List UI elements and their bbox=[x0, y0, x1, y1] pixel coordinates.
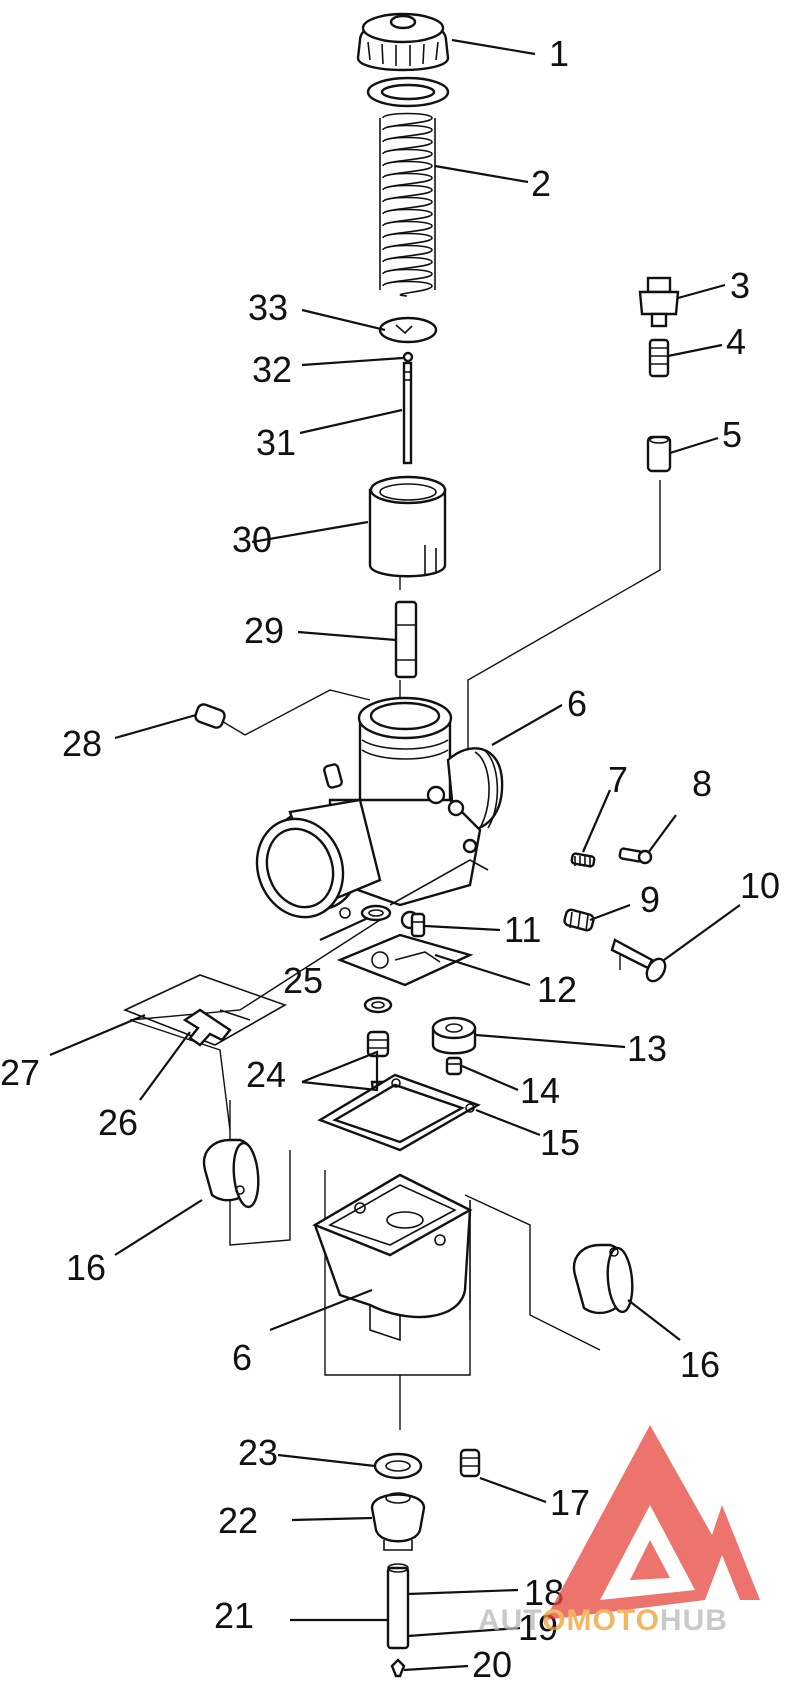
throttle-spring bbox=[379, 112, 436, 297]
callout-1: 1 bbox=[549, 33, 569, 74]
float-right bbox=[572, 1243, 634, 1315]
cable-adjuster bbox=[638, 276, 680, 328]
callout-16-left: 16 bbox=[66, 1247, 106, 1288]
cable-sleeve bbox=[646, 435, 672, 473]
callout-33: 33 bbox=[248, 287, 288, 328]
watermark: AUTOMOTOHUB bbox=[478, 1425, 760, 1637]
callout-28: 28 bbox=[62, 723, 102, 764]
jet-needle bbox=[402, 361, 413, 465]
callout-25: 25 bbox=[283, 960, 323, 1001]
callout-22: 22 bbox=[218, 1500, 258, 1541]
callout-26: 26 bbox=[98, 1102, 138, 1143]
washer-upper bbox=[360, 904, 392, 922]
idle-spring bbox=[570, 852, 596, 868]
air-screw bbox=[610, 938, 667, 983]
carburetor-body bbox=[255, 696, 504, 930]
callout-labels: 1 2 3 4 5 6 7 8 9 10 11 12 13 14 15 16 1… bbox=[0, 33, 780, 1681]
callout-15: 15 bbox=[540, 1122, 580, 1163]
callout-4: 4 bbox=[726, 321, 746, 362]
callout-23: 23 bbox=[238, 1432, 278, 1473]
bottom-screw bbox=[390, 1658, 406, 1678]
callout-13: 13 bbox=[627, 1028, 667, 1069]
callout-16-right: 16 bbox=[680, 1344, 720, 1385]
top-cap bbox=[356, 12, 450, 72]
e-clip bbox=[402, 351, 414, 363]
callout-2: 2 bbox=[531, 163, 551, 204]
bowl-plug bbox=[370, 1492, 426, 1551]
bowl-o-ring bbox=[373, 1452, 423, 1480]
vent-plug bbox=[194, 703, 226, 729]
watermark-text: AUTOMOTOHUB bbox=[478, 1604, 728, 1637]
callout-27: 27 bbox=[0, 1052, 40, 1093]
callout-21: 21 bbox=[214, 1595, 254, 1636]
leader-lines bbox=[49, 38, 741, 1672]
callout-29: 29 bbox=[244, 610, 284, 651]
callout-6-bowl: 6 bbox=[232, 1337, 252, 1378]
adjuster-nut bbox=[648, 338, 670, 378]
callout-6-body: 6 bbox=[567, 683, 587, 724]
needle-clip-plate bbox=[378, 316, 438, 344]
air-screw-spring bbox=[563, 908, 595, 932]
callout-32: 32 bbox=[252, 349, 292, 390]
callout-24: 24 bbox=[246, 1054, 286, 1095]
float-gasket-plate bbox=[336, 933, 474, 987]
main-jet bbox=[445, 1056, 463, 1076]
drain-bolt bbox=[459, 1448, 481, 1478]
watermark-logo-icon bbox=[545, 1425, 760, 1620]
float-bowl bbox=[312, 1173, 473, 1342]
callout-11: 11 bbox=[504, 909, 541, 950]
callout-5: 5 bbox=[722, 414, 742, 455]
callout-30: 30 bbox=[232, 519, 272, 560]
callout-14: 14 bbox=[520, 1070, 560, 1111]
callout-10: 10 bbox=[740, 865, 780, 906]
callout-7: 7 bbox=[608, 759, 628, 800]
float-pivot bbox=[431, 1016, 477, 1055]
callout-3: 3 bbox=[730, 265, 750, 306]
float-arm-plate bbox=[122, 974, 287, 1047]
callout-17: 17 bbox=[550, 1482, 590, 1523]
cap-gasket bbox=[366, 76, 450, 108]
callout-8: 8 bbox=[692, 763, 712, 804]
float-left bbox=[202, 1138, 260, 1209]
pilot-jet bbox=[410, 912, 426, 938]
callout-20: 20 bbox=[472, 1644, 512, 1681]
drain-pipe bbox=[386, 1563, 410, 1650]
callout-12: 12 bbox=[537, 969, 577, 1010]
needle-jet bbox=[394, 600, 418, 679]
throttle-slide bbox=[368, 475, 447, 578]
washer-lower bbox=[363, 996, 393, 1014]
callout-31: 31 bbox=[256, 422, 296, 463]
idle-screw bbox=[618, 847, 653, 865]
callout-9: 9 bbox=[640, 879, 660, 920]
